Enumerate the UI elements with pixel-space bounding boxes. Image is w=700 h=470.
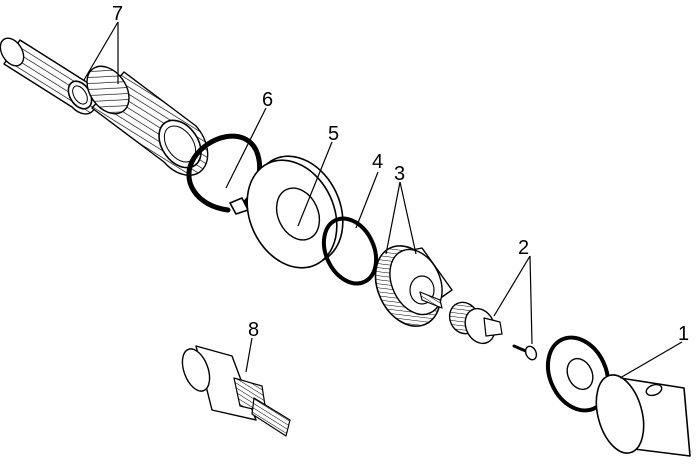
part-4-o-ring: [321, 216, 379, 286]
part-2-adapter: [448, 301, 503, 345]
part-5-washer: [246, 155, 344, 269]
part-7-small-extension: [0, 37, 97, 115]
part-1-rosette: [545, 335, 611, 413]
part-7-large-extension: [86, 65, 209, 176]
leader-lines: [83, 21, 683, 379]
part-8-extension: [181, 345, 291, 437]
callout-6: 6: [262, 89, 273, 111]
callout-4: 4: [372, 151, 383, 173]
callout-3: 3: [394, 163, 405, 185]
part-2-screw: [512, 344, 538, 361]
callouts: 7 6 5 4 3 2 1 8: [112, 3, 689, 345]
callout-7: 7: [112, 3, 123, 25]
part-1-handle: [595, 374, 691, 457]
callout-1: 1: [678, 323, 689, 345]
callout-2: 2: [518, 237, 529, 259]
callout-5: 5: [328, 123, 339, 145]
part-3-cartridge: [374, 245, 453, 327]
callout-8: 8: [248, 319, 259, 341]
